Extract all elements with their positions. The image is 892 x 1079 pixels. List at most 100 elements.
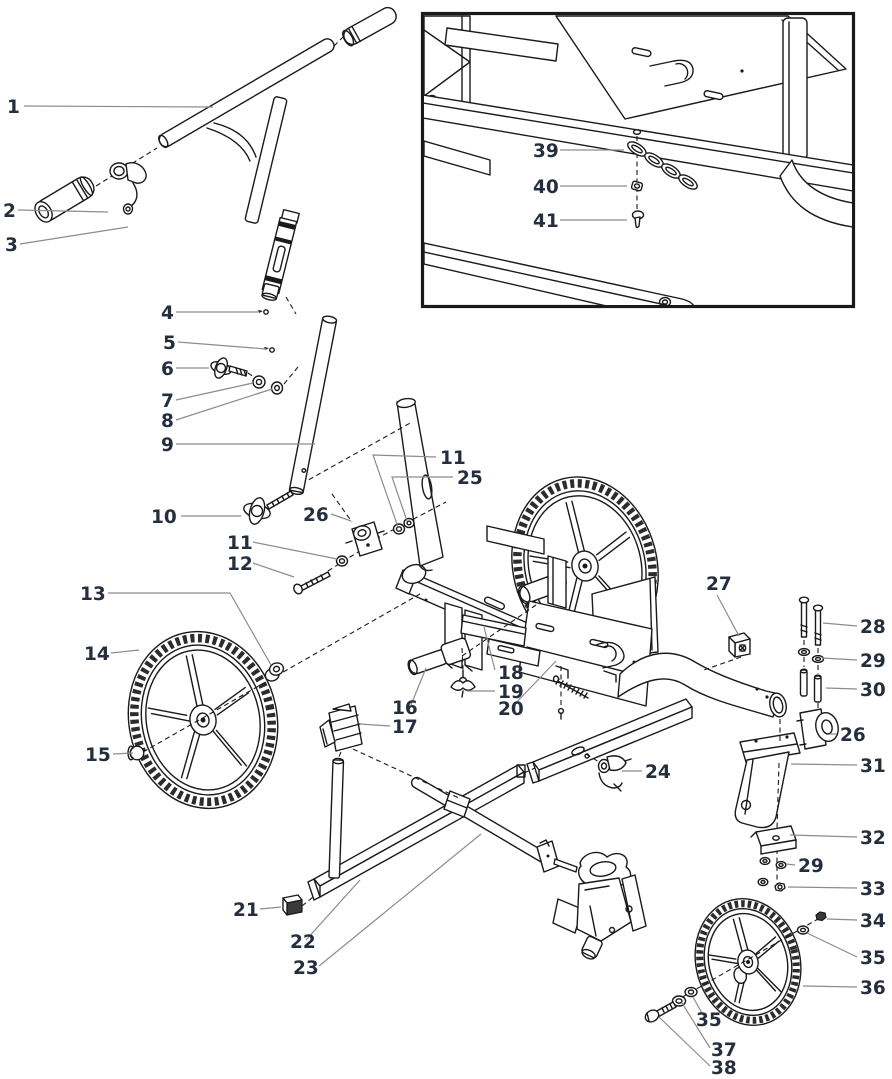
callout-28: 28: [822, 617, 886, 638]
hand-grip-left: [34, 176, 95, 223]
callout-18: 18: [483, 626, 524, 684]
callout-10: 10: [151, 507, 241, 528]
callout-1: 1: [7, 97, 214, 118]
part-label-12: 12: [227, 554, 253, 575]
part-label-7: 7: [161, 391, 174, 412]
hex-nut-40: [630, 180, 644, 192]
part-label-16: 16: [392, 698, 418, 719]
part-label-2: 2: [3, 201, 16, 222]
wing-bolt-19: [450, 669, 476, 698]
callout-27: 27: [706, 574, 740, 637]
part-label-41: 41: [533, 211, 559, 232]
frame-assembly: [395, 397, 659, 707]
callout-30: 30: [825, 680, 886, 701]
nut-11-left: [335, 555, 349, 567]
handlebar: [34, 6, 397, 301]
inset-box: [420, 11, 856, 309]
part-label-19: 19: [498, 682, 524, 703]
callout-8: 8: [161, 388, 273, 432]
part-label-9: 9: [161, 435, 174, 456]
part-label-22: 22: [290, 932, 316, 953]
caster-wheel-36: [694, 898, 802, 1026]
bolt-12: [293, 571, 331, 595]
pin-20: [552, 675, 589, 720]
floor-leg-right: [526, 698, 693, 784]
part-label-21: 21: [233, 900, 259, 921]
callout-9: 9: [161, 435, 315, 456]
stem-sleeve: [261, 208, 300, 301]
callout-13: 13: [80, 584, 272, 666]
nut-33: [774, 882, 786, 892]
bolt-28a: [798, 596, 810, 638]
part-label-13: 13: [80, 584, 106, 605]
caster-fork-31: [734, 732, 801, 829]
part-label-5: 5: [163, 333, 176, 354]
part-label-40: 40: [533, 177, 559, 198]
callout-39: 39: [533, 141, 624, 162]
end-cap-21: [282, 894, 303, 916]
part-label-27: 27: [706, 574, 732, 595]
callout-17: 17: [359, 717, 418, 738]
clamp-17: [319, 703, 363, 752]
callout-33: 33: [787, 879, 886, 900]
part-label-35a: 35: [860, 948, 886, 969]
callout-21: 21: [233, 900, 282, 921]
clamp-26-center: [345, 521, 385, 557]
small-hardware-left: [127, 309, 415, 761]
nut-34: [815, 911, 827, 922]
callout-26a: 26: [303, 505, 352, 526]
tube-9: [288, 315, 338, 496]
callout-41: 41: [533, 211, 627, 232]
part-label-29b: 29: [798, 856, 824, 877]
washer-7: [252, 375, 266, 389]
pail-bracket: [552, 851, 647, 960]
part-label-11a: 11: [227, 533, 253, 554]
spacer-30b: [813, 674, 822, 703]
callout-36: 36: [802, 978, 886, 999]
bolt-28b: [812, 604, 824, 646]
latch-24: [597, 755, 632, 792]
part-label-26b: 26: [840, 725, 866, 746]
callout-40: 40: [533, 177, 627, 198]
callout-5: 5: [163, 333, 267, 354]
washer-33a: [757, 877, 769, 887]
part-label-15: 15: [85, 745, 111, 766]
wheel-bracket: [547, 555, 567, 609]
part-label-32: 32: [860, 828, 886, 849]
part-label-29a: 29: [860, 651, 886, 672]
callout-3: 3: [5, 226, 129, 256]
callout-23: 23: [293, 833, 482, 979]
bent-handle-tube: [617, 652, 787, 718]
washer-29b: [811, 654, 825, 664]
callout-29a: 29: [821, 651, 886, 672]
callout-6: 6: [161, 359, 209, 380]
callout-29b: 29: [785, 856, 824, 877]
callout-38: 38: [658, 1016, 737, 1079]
inset-frame-detail: [424, 15, 852, 305]
callout-2: 2: [3, 201, 109, 222]
stem: [244, 96, 288, 224]
part-label-39: 39: [533, 141, 559, 162]
part-label-24: 24: [645, 762, 671, 783]
gun-mount-bar: [486, 525, 545, 555]
clamp-26-right: [796, 708, 839, 750]
part-label-3: 3: [5, 235, 18, 256]
left-wheel: [127, 630, 279, 810]
lock-washer: [775, 860, 787, 870]
callout-32: 32: [789, 828, 886, 849]
plate-32: [750, 825, 797, 855]
washer-29c: [759, 856, 771, 866]
part-label-38: 38: [711, 1058, 737, 1079]
cross-tube-23: [410, 776, 578, 873]
part-label-37: 37: [711, 1040, 737, 1061]
callout-15: 15: [85, 745, 134, 766]
part-label-30: 30: [860, 680, 886, 701]
washer-8: [270, 381, 284, 395]
hand-grip-right: [342, 6, 397, 47]
callout-12: 12: [227, 554, 295, 578]
callout-19: 19: [467, 682, 524, 703]
part-label-14: 14: [84, 644, 110, 665]
axle-tube-16: [407, 637, 472, 676]
callout-20: 20: [498, 660, 557, 720]
callout-35a: 35: [806, 932, 886, 969]
